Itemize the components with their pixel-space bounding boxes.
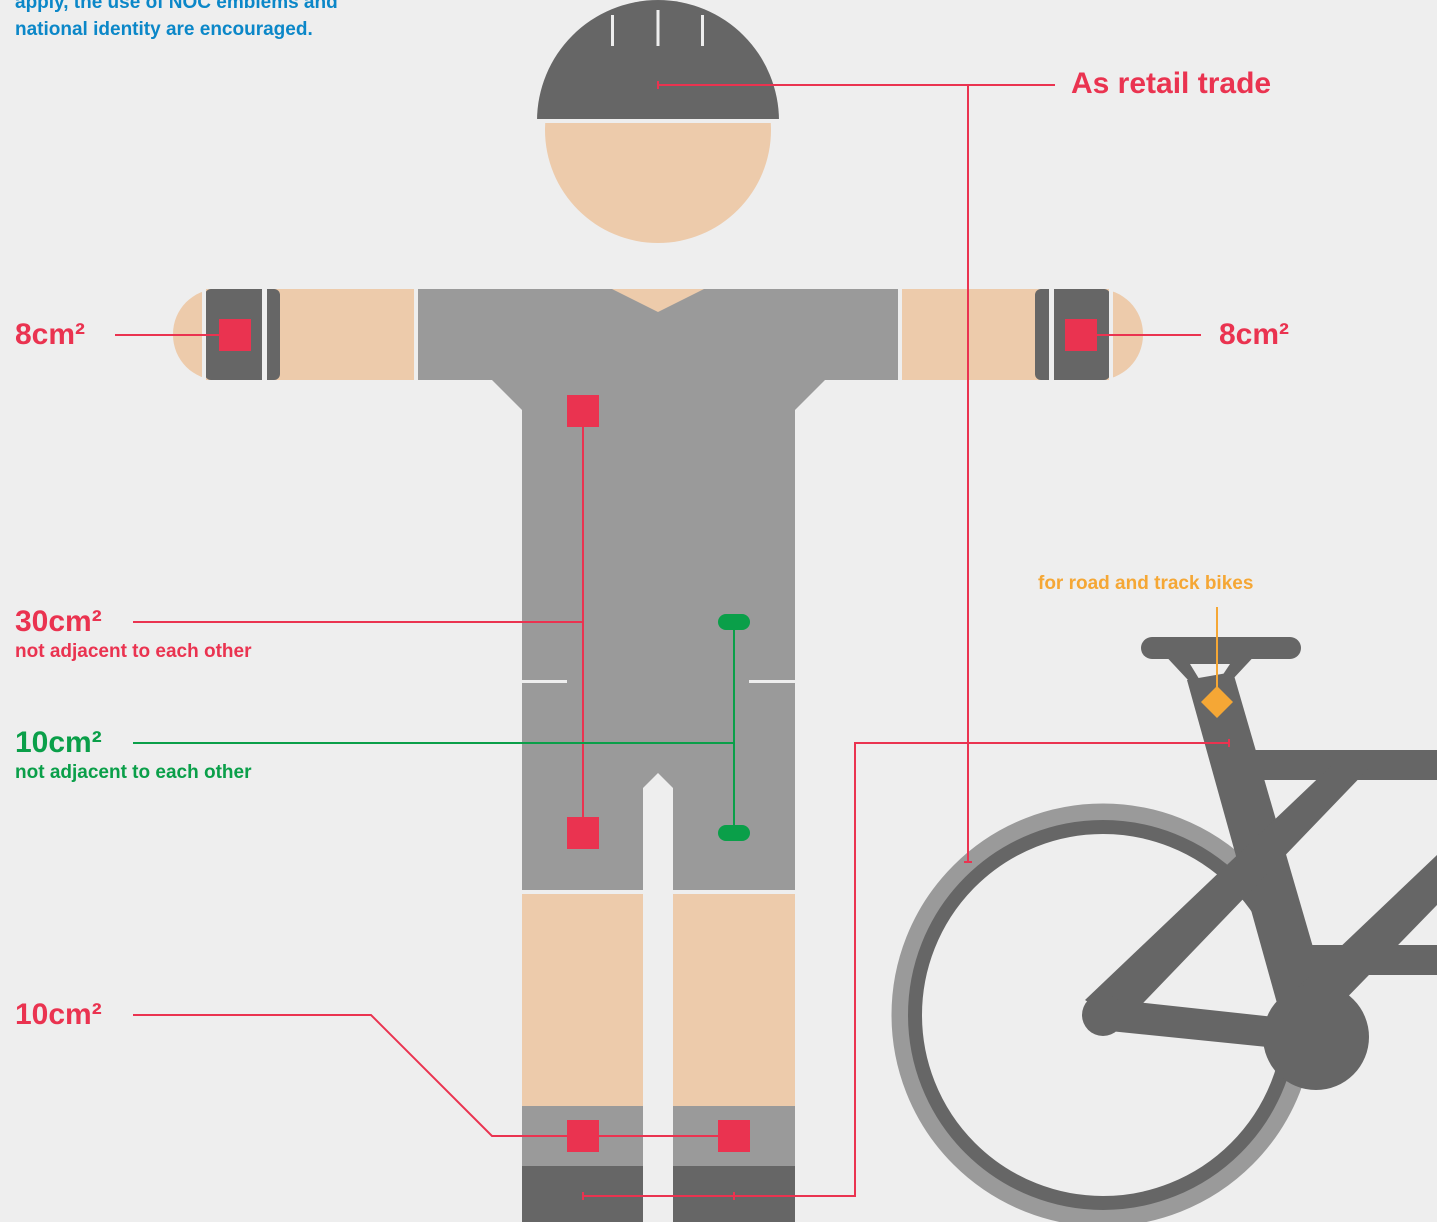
hips-label: 10cm² [15, 727, 102, 759]
helmet-label: As retail trade [1071, 68, 1271, 100]
legs [522, 894, 795, 1222]
logo-marker-pill [718, 825, 750, 841]
bottom-bracket [1263, 984, 1369, 1090]
rider-figure [173, 0, 1143, 1222]
hips-note: not adjacent to each other [15, 762, 251, 784]
helmet-icon [537, 0, 779, 123]
logo-marker-pill [718, 614, 750, 630]
logo-marker-square [219, 319, 251, 351]
skinsuit [418, 289, 898, 890]
logo-marker-square [567, 1120, 599, 1152]
logo-marker-square [1065, 319, 1097, 351]
torso-label: 30cm² [15, 606, 102, 638]
torso-note: not adjacent to each other [15, 641, 251, 663]
logo-marker-square [567, 817, 599, 849]
bike-label: for road and track bikes [1038, 573, 1253, 595]
logo-marker-square [718, 1120, 750, 1152]
rear-hub [1082, 994, 1124, 1036]
right-cuff-label: 8cm² [1219, 319, 1289, 351]
intro-text-line-2: national identity are encouraged. [15, 19, 313, 41]
socks-label: 10cm² [15, 999, 102, 1031]
bicycle-icon [900, 637, 1437, 1218]
intro-text-line-1: apply, the use of NOC emblems and [15, 0, 338, 14]
left-cuff-label: 8cm² [15, 319, 85, 351]
logo-marker-square [567, 395, 599, 427]
